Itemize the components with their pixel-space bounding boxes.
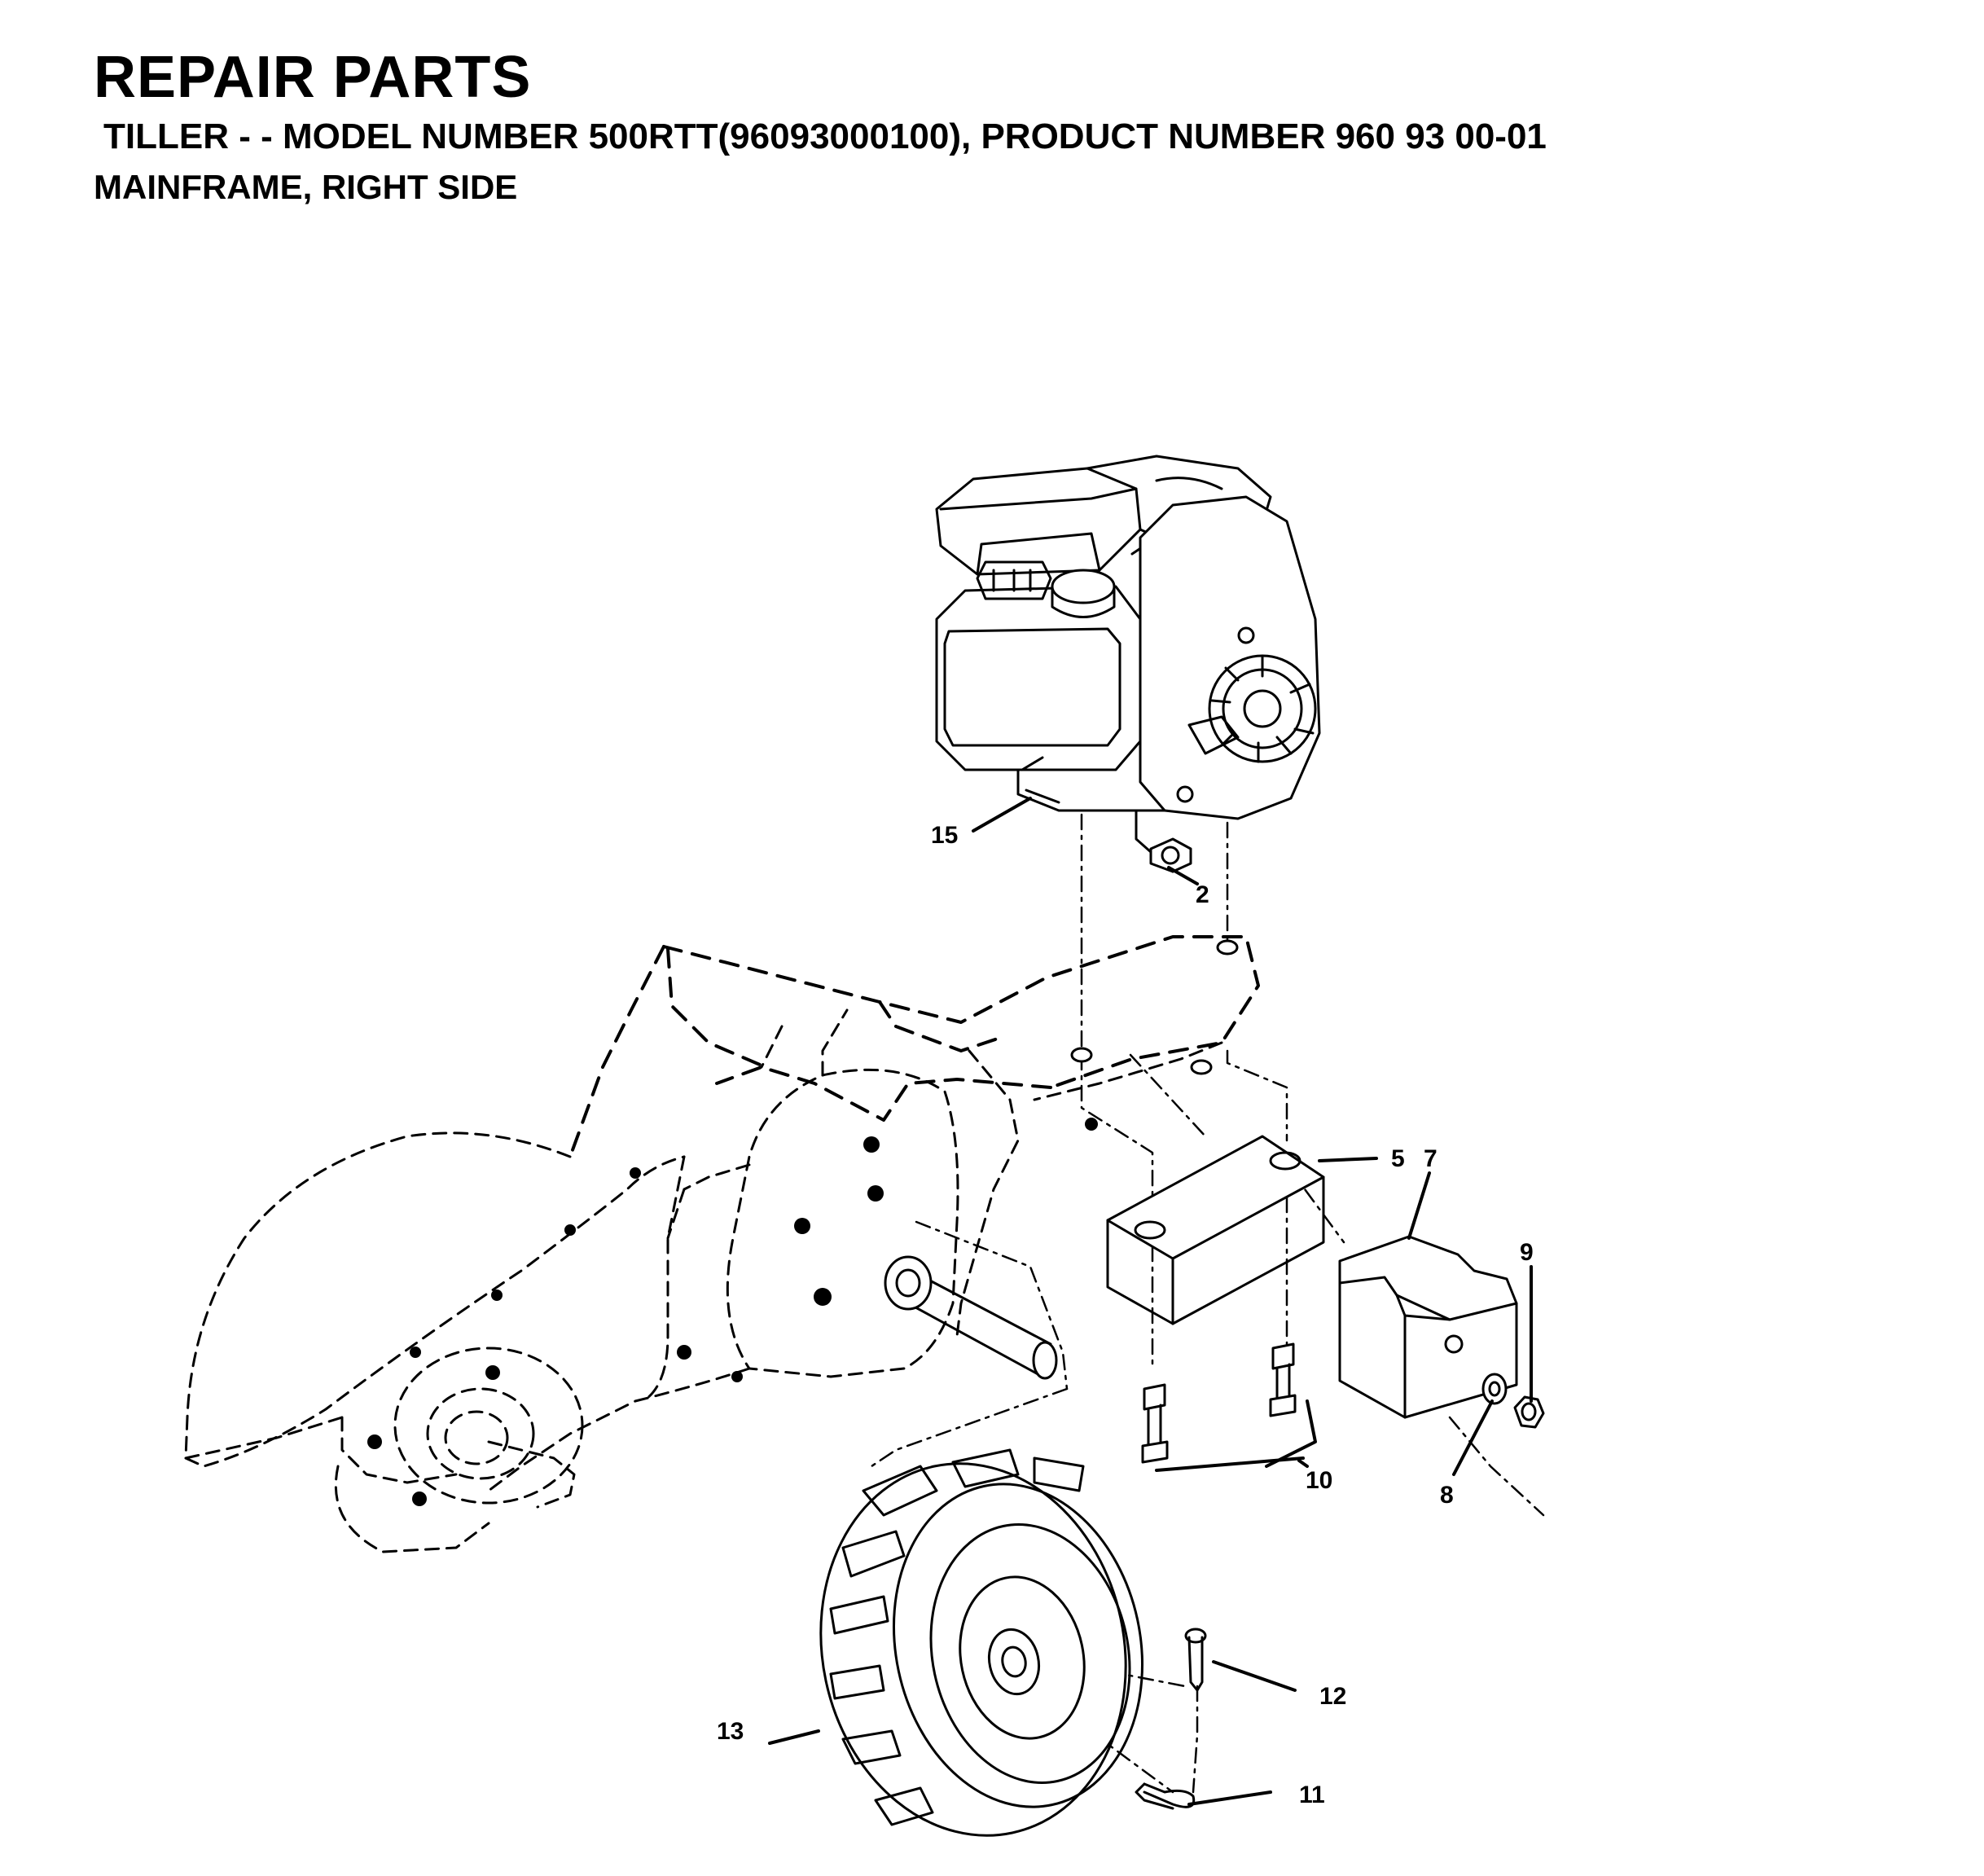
bolts-10 [1141,1342,1297,1464]
callout-labels: 15 2 5 7 9 10 8 12 13 11 [717,822,1534,1808]
model-subtitle: TILLER - - MODEL NUMBER 500RTT(960930001… [103,116,1547,156]
nut-9 [1513,1395,1545,1429]
callout-11: 11 [1299,1782,1325,1808]
callout-10: 10 [1306,1467,1332,1494]
axle-shaft [884,1255,1058,1380]
engine-illustration [935,455,1321,873]
callout-13: 13 [717,1718,744,1745]
mainframe-dashed [568,935,1260,1158]
page-title: REPAIR PARTS [94,45,532,110]
bracket-5 [1106,1135,1325,1325]
washer-8 [1481,1373,1508,1405]
wheel-13 [819,1448,1144,1837]
callout-2: 2 [1196,881,1209,908]
callout-5: 5 [1391,1145,1405,1172]
nut-2 [1149,837,1192,873]
page-header: REPAIR PARTS TILLER - - MODEL NUMBER 500… [94,42,1926,210]
callout-15: 15 [931,822,958,849]
callout-8: 8 [1440,1482,1454,1509]
callout-12: 12 [1319,1683,1346,1710]
section-title: MAINFRAME, RIGHT SIDE [94,168,518,206]
hairpin-clip-11 [1135,1782,1196,1810]
weight-7 [1338,1235,1518,1419]
callout-9: 9 [1520,1239,1534,1266]
callout-7: 7 [1424,1145,1438,1172]
clevis-pin-12 [1184,1628,1207,1692]
